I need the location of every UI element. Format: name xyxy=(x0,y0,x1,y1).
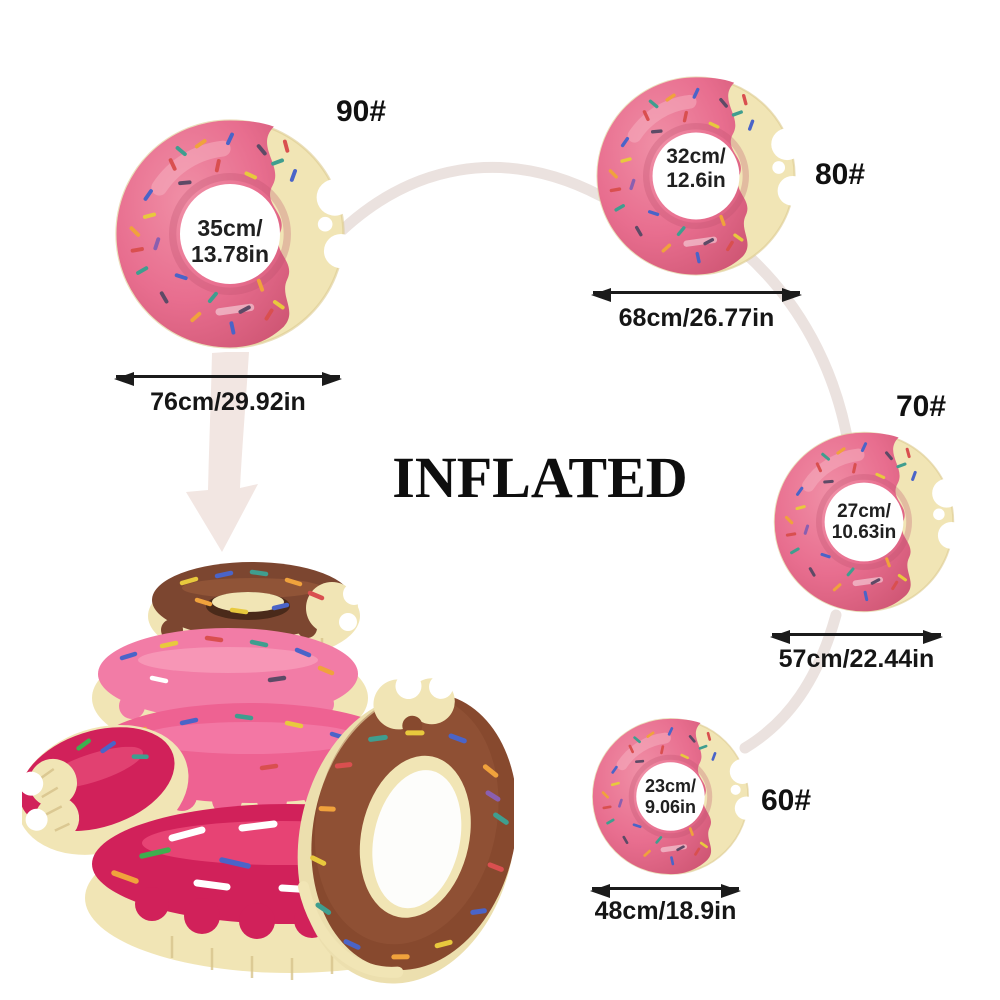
diameter-arrow-70 xyxy=(770,630,943,644)
donut-90: 35cm/ 13.78in xyxy=(108,112,352,356)
deflate-down-arrow xyxy=(186,352,258,552)
hole-dimension-70-cm: 27cm/ xyxy=(837,500,891,522)
donut-70: 27cm/ 10.63in xyxy=(768,426,960,618)
hole-dimension-90: 35cm/ 13.78in xyxy=(108,112,352,356)
diameter-label-90: 76cm/29.92in xyxy=(150,388,306,416)
hole-dimension-60: 23cm/ 9.06in xyxy=(587,713,754,880)
hole-dimension-80-cm: 32cm/ xyxy=(666,145,726,169)
hole-dimension-90-cm: 35cm/ xyxy=(197,215,263,242)
size-label-60: 60# xyxy=(761,784,812,817)
diameter-label-60: 48cm/18.9in xyxy=(594,897,737,925)
diameter-arrow-90 xyxy=(114,372,342,386)
stack-leaning-chocolate-donut xyxy=(297,673,514,984)
hole-dimension-70: 27cm/ 10.63in xyxy=(768,426,960,618)
size-label-80: 80# xyxy=(815,158,866,191)
hole-dimension-60-cm: 23cm/ xyxy=(644,776,697,797)
diameter-arrow-80 xyxy=(591,288,802,302)
connector-curve xyxy=(324,161,855,754)
hole-dimension-80: 32cm/ 12.6in xyxy=(590,70,802,282)
size-label-70: 70# xyxy=(896,390,947,423)
hole-dimension-70-in: 10.63in xyxy=(831,522,897,543)
diameter-label-80: 68cm/26.77in xyxy=(618,304,775,332)
hole-dimension-80-in: 12.6in xyxy=(666,169,726,192)
size-label-90: 90# xyxy=(336,95,387,128)
stack-bitten-raspberry-donut xyxy=(22,724,189,855)
diameter-label-70: 57cm/22.44in xyxy=(778,645,935,673)
donut-80: 32cm/ 12.6in xyxy=(590,70,802,282)
diameter-arrow-60 xyxy=(590,884,741,898)
hole-dimension-60-in: 9.06in xyxy=(644,796,697,817)
hole-dimension-90-in: 13.78in xyxy=(191,241,269,267)
inflated-donut-stack-photo xyxy=(22,562,514,984)
donut-60: 23cm/ 9.06in xyxy=(587,713,754,880)
inflated-heading: INFLATED xyxy=(392,445,688,510)
